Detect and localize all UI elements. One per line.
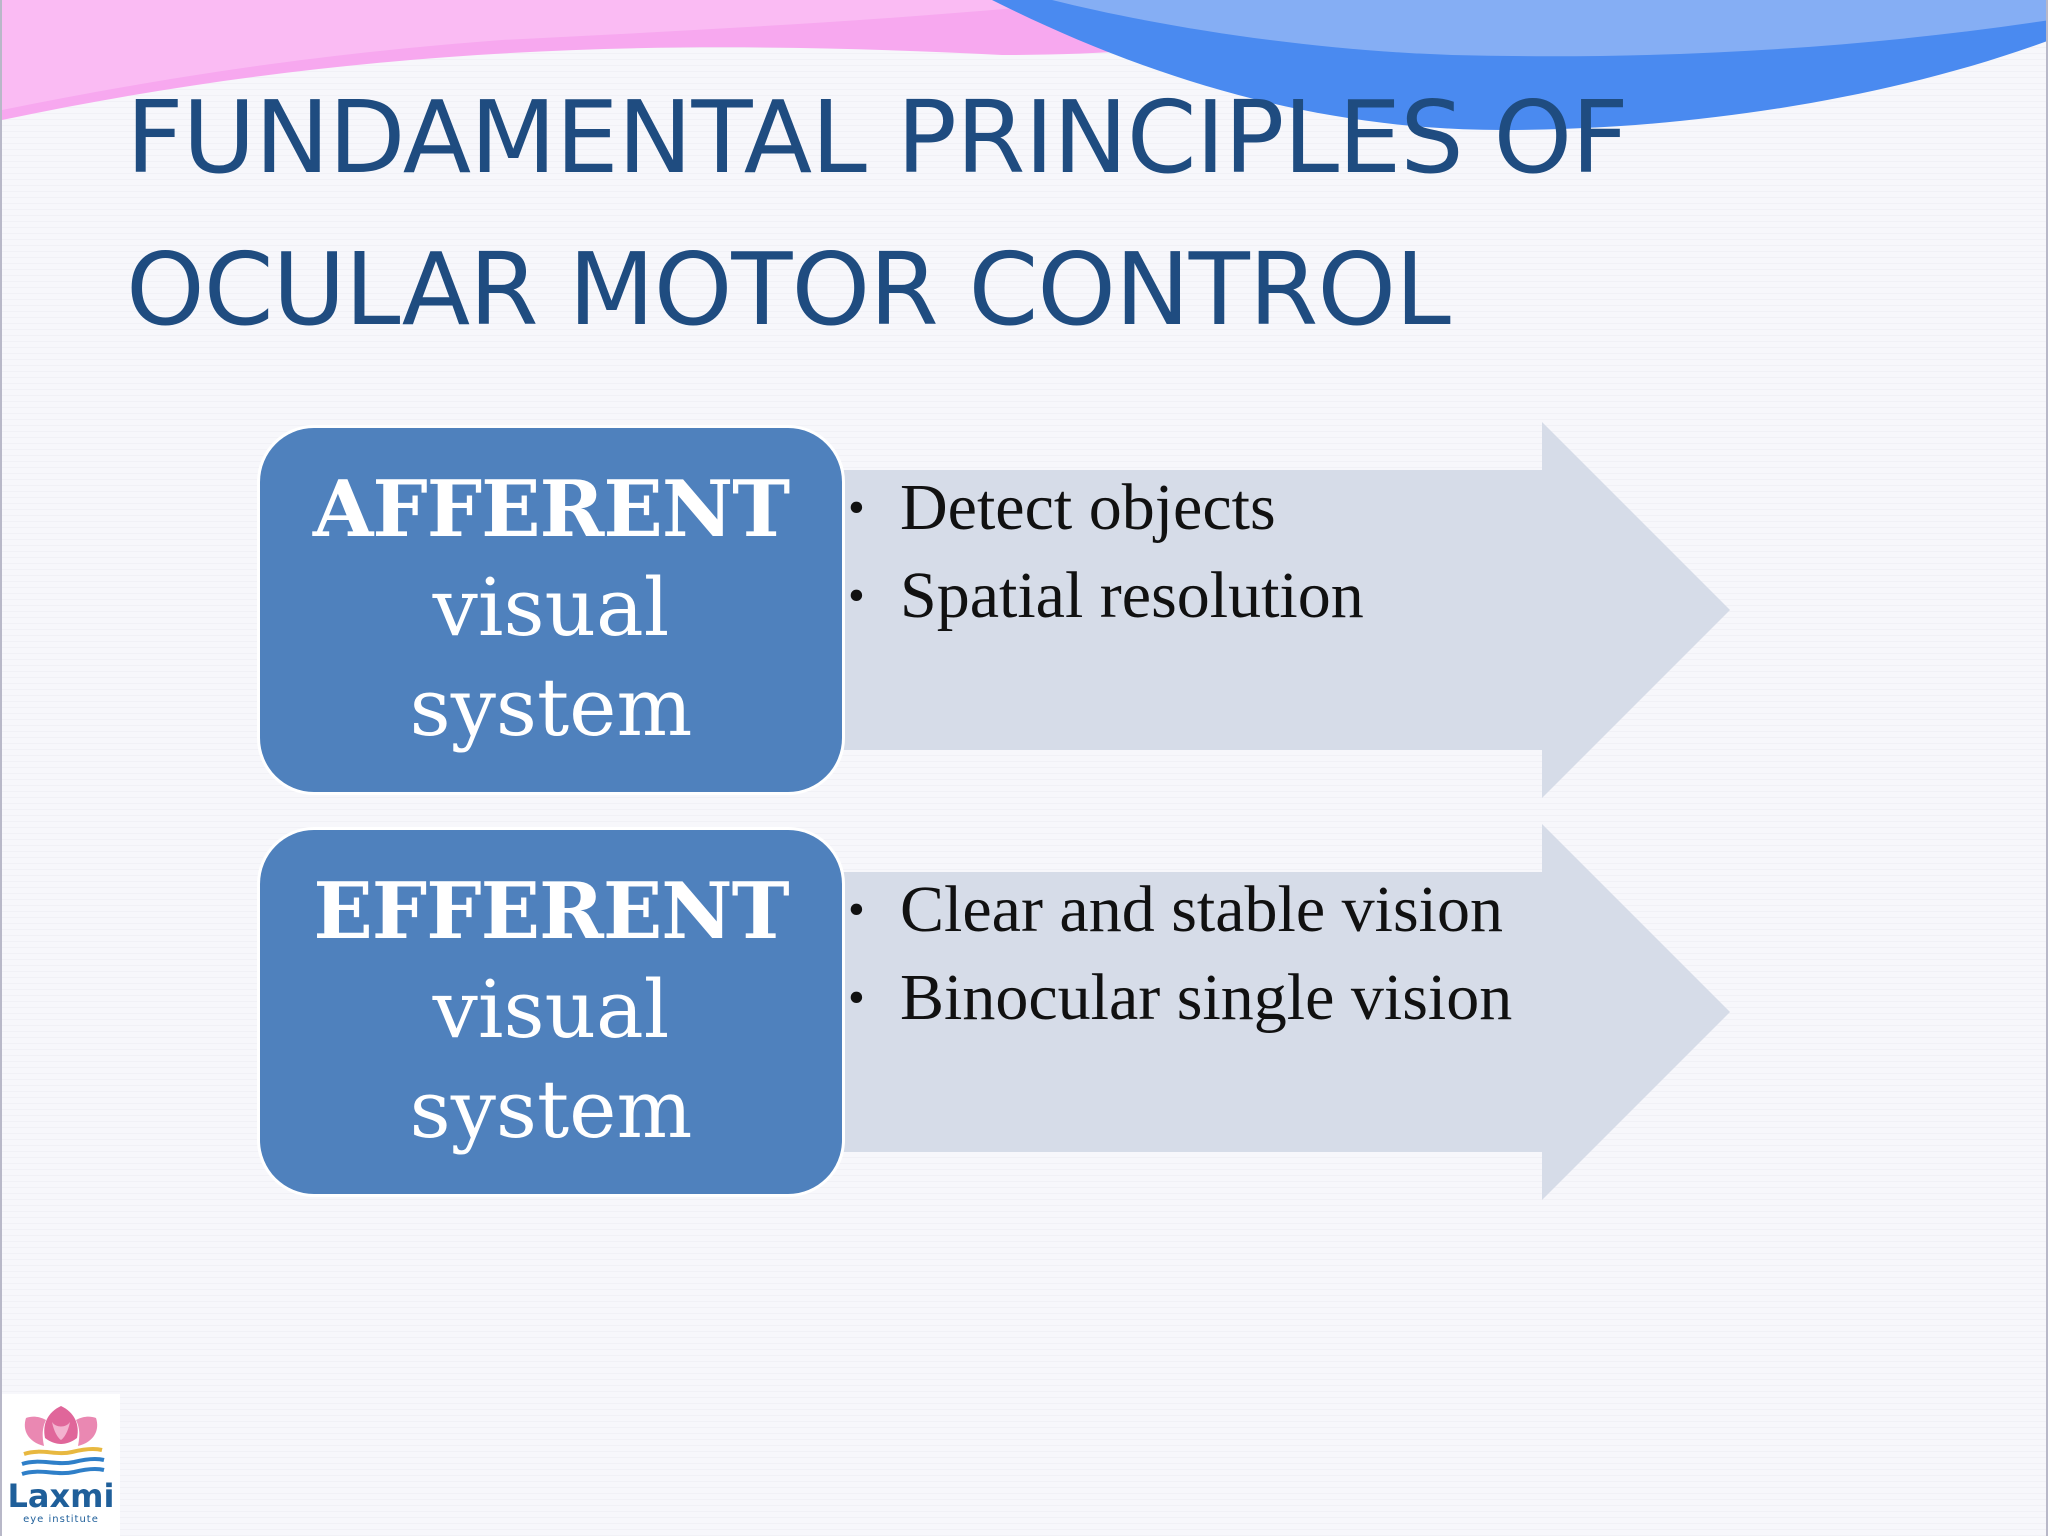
lotus-icon	[21, 1406, 105, 1476]
afferent-row: AFFERENT visual system Detect objects Sp…	[2, 422, 2046, 802]
header-wave-decoration	[2, 0, 2046, 130]
afferent-bullet-list: Detect objects Spatial resolution	[848, 464, 1364, 640]
blue-wave-light	[1052, 0, 2046, 57]
logo-tagline: eye institute	[23, 1514, 99, 1525]
slide-title: FUNDAMENTAL PRINCIPLES OF OCULAR MOTOR C…	[126, 62, 1926, 366]
efferent-sub-line1: visual	[432, 963, 670, 1056]
efferent-box: EFFERENT visual system	[260, 830, 842, 1194]
bullet-item: Binocular single vision	[848, 954, 1512, 1042]
afferent-sub-line1: visual	[432, 561, 670, 654]
efferent-bullet-list: Clear and stable vision Binocular single…	[848, 866, 1512, 1042]
efferent-heading: EFFERENT	[313, 866, 789, 957]
laxmi-logo: Laxmi eye institute	[2, 1394, 120, 1536]
efferent-row: EFFERENT visual system Clear and stable …	[2, 824, 2046, 1204]
bullet-item: Clear and stable vision	[848, 866, 1512, 954]
bullet-item: Spatial resolution	[848, 552, 1364, 640]
bullet-item: Detect objects	[848, 464, 1364, 552]
slide-title-line1: FUNDAMENTAL PRINCIPLES OF	[126, 79, 1629, 196]
pink-wave-highlight	[2, 0, 1102, 110]
afferent-box: AFFERENT visual system	[260, 428, 842, 792]
slide-title-line2: OCULAR MOTOR CONTROL	[126, 231, 1451, 348]
afferent-heading: AFFERENT	[312, 464, 790, 555]
logo-name: Laxmi	[7, 1477, 115, 1515]
afferent-sub-line2: system	[409, 661, 693, 754]
efferent-sub-line2: system	[409, 1063, 693, 1156]
